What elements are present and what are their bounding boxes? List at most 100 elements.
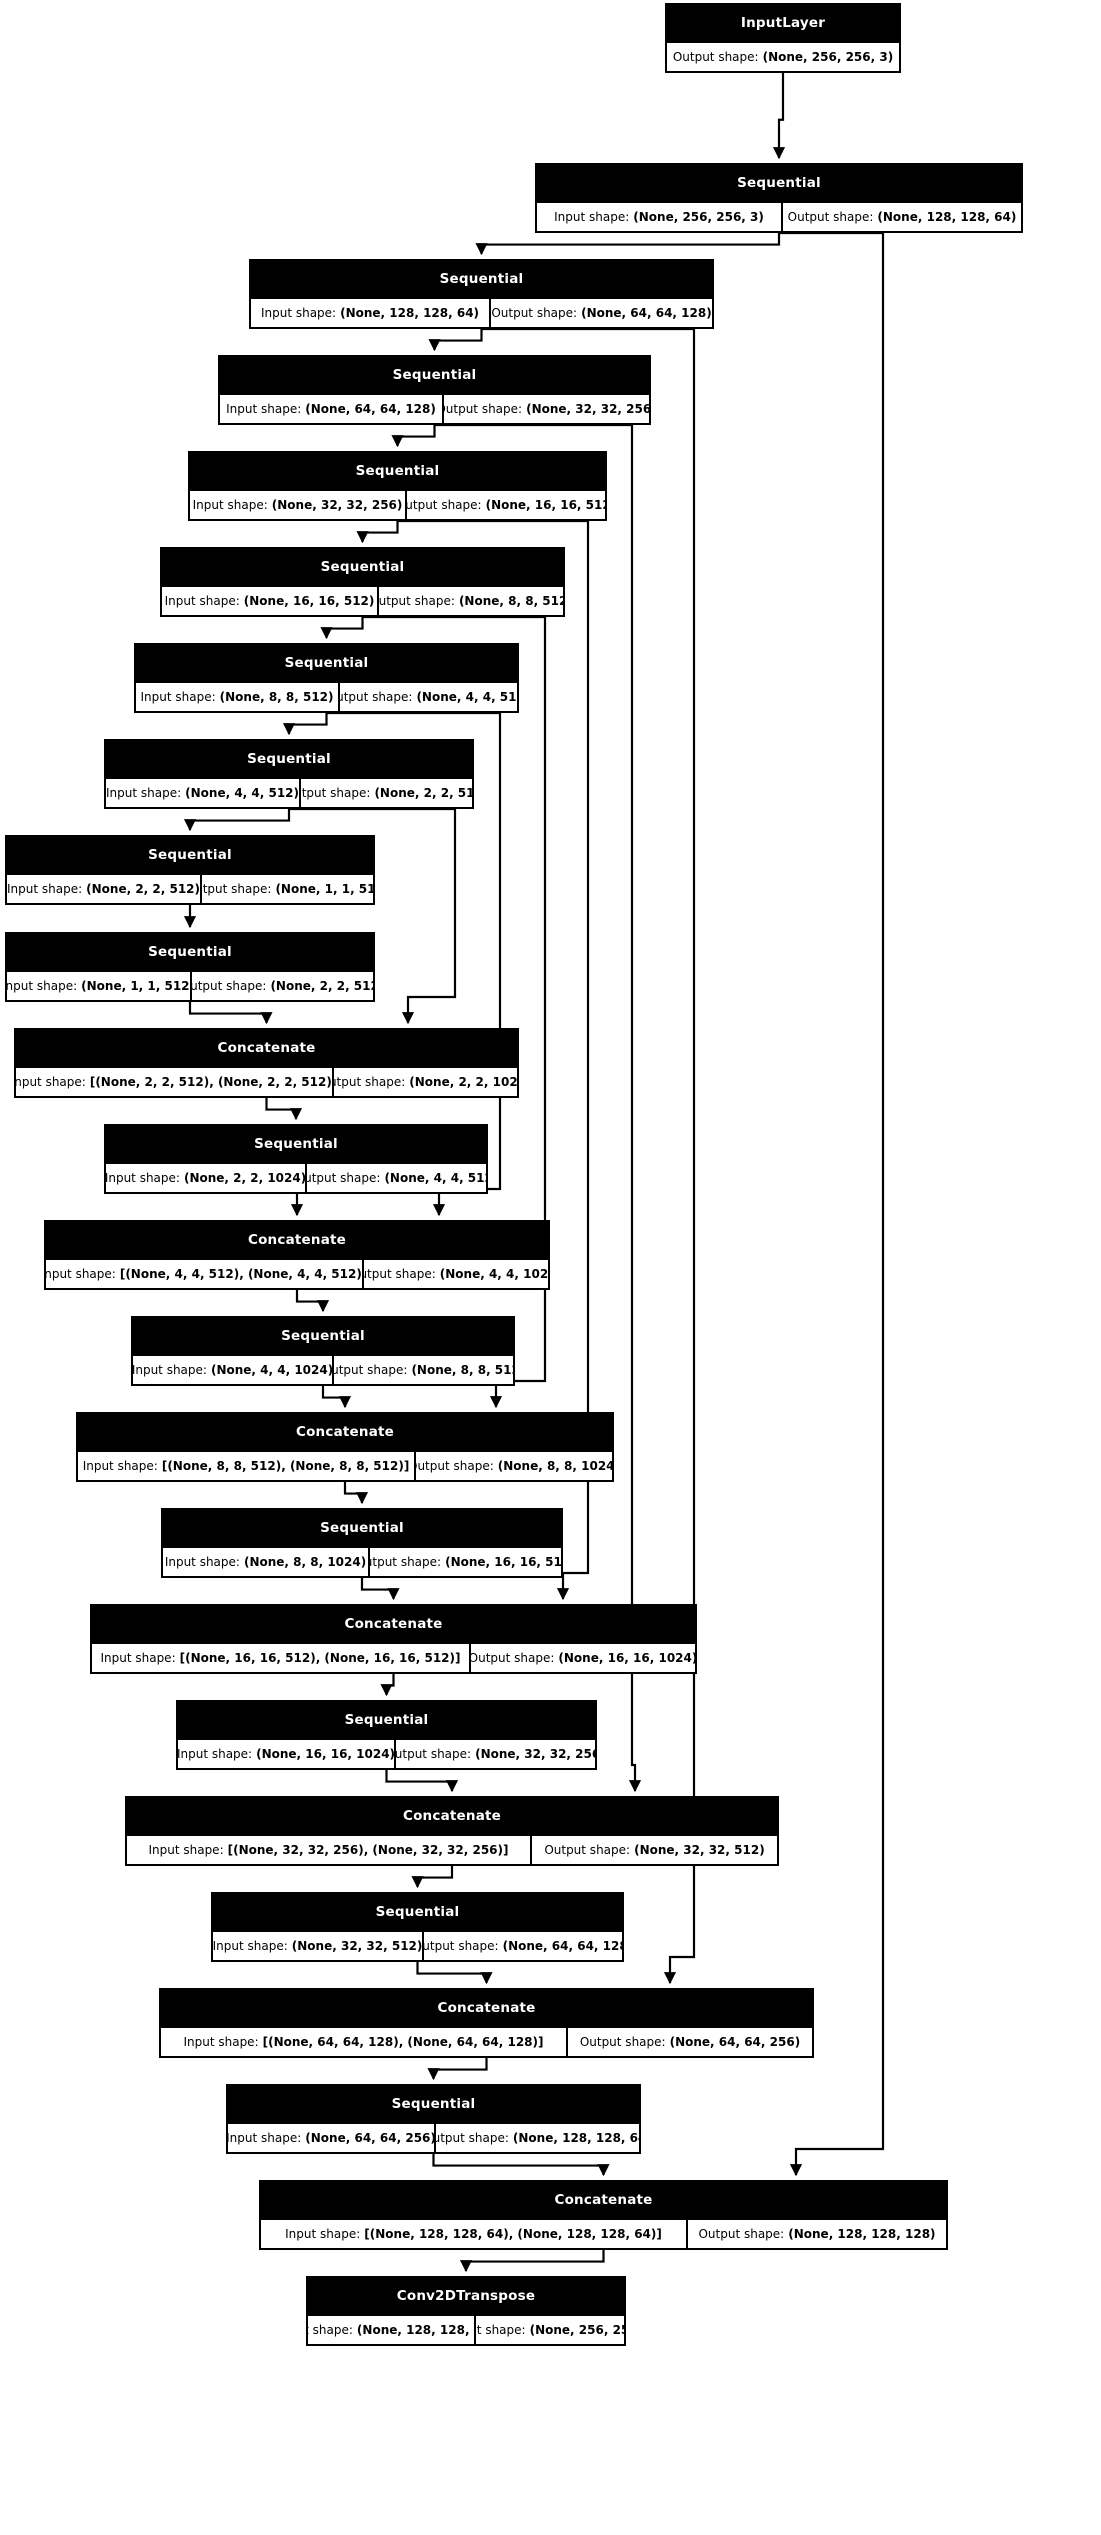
input-shape-label: Input shape: xyxy=(16,1075,86,1089)
node-shape-row: Input shape:(None, 4, 4, 512)Output shap… xyxy=(106,777,472,807)
node-input-shape: Input shape:[(None, 32, 32, 256), (None,… xyxy=(127,1834,532,1864)
graph-edge xyxy=(356,521,399,544)
node-shape-row: Input shape:[(None, 8, 8, 512), (None, 8… xyxy=(78,1450,612,1480)
node-title: Sequential xyxy=(213,1894,622,1930)
graph-edge xyxy=(295,1290,330,1313)
input-shape-value: (None, 1, 1, 512) xyxy=(81,979,192,993)
output-shape-value: (None, 32, 32, 512) xyxy=(634,1843,765,1857)
output-shape-label: Output shape: xyxy=(416,1459,494,1473)
output-shape-value: (None, 4, 4, 512) xyxy=(384,1171,486,1185)
output-shape-label: Output shape: xyxy=(579,2035,666,2049)
node-title: Sequential xyxy=(106,741,472,777)
node-title: Concatenate xyxy=(161,1990,812,2026)
output-shape-value: (None, 8, 8, 1024) xyxy=(497,1459,612,1473)
input-shape-label: Input shape: xyxy=(192,498,268,512)
node-output-shape: Output shape:(None, 128, 128, 128) xyxy=(688,2218,946,2248)
graph-edge xyxy=(380,1674,395,1697)
node-input-shape: Input shape:(None, 16, 16, 512) xyxy=(162,585,379,615)
output-shape-label: Output shape: xyxy=(672,50,759,64)
graph-edge xyxy=(459,2250,605,2273)
output-shape-value: (None, 2, 2, 512) xyxy=(374,786,472,800)
input-shape-label: Input shape: xyxy=(228,2131,302,2145)
graph-edge xyxy=(427,2058,488,2081)
node-output-shape: Output shape:(None, 16, 16, 512) xyxy=(370,1546,561,1576)
output-shape-value: (None, 128, 128, 64) xyxy=(877,210,1017,224)
input-shape-label: Input shape: xyxy=(148,1843,224,1857)
input-shape-value: (None, 8, 8, 1024) xyxy=(243,1555,367,1569)
node-output-shape: Output shape:(None, 1, 1, 512) xyxy=(202,873,373,903)
node-shape-row: Input shape:(None, 1, 1, 512)Output shap… xyxy=(7,970,373,1000)
node-title: Concatenate xyxy=(92,1606,695,1642)
graph-edge xyxy=(321,1386,352,1409)
input-shape-label: Input shape: xyxy=(46,1267,116,1281)
input-shape-label: Input shape: xyxy=(140,690,216,704)
graph-edge xyxy=(265,1098,303,1121)
input-shape-label: Input shape: xyxy=(226,402,302,416)
output-shape-label: Output shape: xyxy=(301,786,371,800)
node-output-shape: Output shape:(None, 4, 4, 1024) xyxy=(364,1258,548,1288)
node-title: Concatenate xyxy=(46,1222,548,1258)
node-title: Concatenate xyxy=(127,1798,777,1834)
input-shape-value: [(None, 4, 4, 512), (None, 4, 4, 512)] xyxy=(119,1267,364,1281)
node-input-shape: Input shape:(None, 64, 64, 256) xyxy=(228,2122,436,2152)
output-shape-value: (None, 32, 32, 256) xyxy=(475,1747,595,1761)
input-shape-label: Input shape: xyxy=(106,1171,180,1185)
node-title: Sequential xyxy=(220,357,649,393)
node-output-shape: Output shape:(None, 128, 128, 64) xyxy=(783,201,1021,231)
node-shape-row: Input shape:(None, 128, 128, 64)Output s… xyxy=(251,297,712,327)
input-shape-label: Input shape: xyxy=(183,2035,259,2049)
output-shape-value: (None, 32, 32, 256) xyxy=(526,402,649,416)
input-shape-value: (None, 2, 2, 1024) xyxy=(183,1171,307,1185)
node-title: Sequential xyxy=(228,2086,639,2122)
node-shape-row: Input shape:(None, 64, 64, 256)Output sh… xyxy=(228,2122,639,2152)
output-shape-label: Output shape: xyxy=(444,402,523,416)
node-input-shape: Input shape:[(None, 4, 4, 512), (None, 4… xyxy=(46,1258,364,1288)
node-title: Sequential xyxy=(163,1510,561,1546)
graph-edge xyxy=(385,1770,459,1793)
node-title: Concatenate xyxy=(261,2182,946,2218)
node-shape-row: Input shape:[(None, 16, 16, 512), (None,… xyxy=(92,1642,695,1672)
node-shape-row: Input shape:(None, 8, 8, 1024)Output sha… xyxy=(163,1546,561,1576)
node-input-shape: Input shape:(None, 1, 1, 512) xyxy=(7,970,192,1000)
graph-edge xyxy=(188,1002,273,1025)
node-input-shape: Input shape:(None, 8, 8, 1024) xyxy=(163,1546,370,1576)
node-output-shape: Output shape:(None, 16, 16, 512) xyxy=(407,489,605,519)
graph-edge xyxy=(411,1866,454,1889)
input-shape-label: Input shape: xyxy=(7,882,83,896)
node-input-shape: Input shape:(None, 32, 32, 512) xyxy=(213,1930,424,1960)
output-shape-label: Output shape: xyxy=(379,594,455,608)
node-input-shape: Input shape:[(None, 16, 16, 512), (None,… xyxy=(92,1642,471,1672)
node-shape-row: Input shape:(None, 32, 32, 512)Output sh… xyxy=(213,1930,622,1960)
output-shape-value: (None, 64, 64, 256) xyxy=(669,2035,801,2049)
graph-node-conv2d_transpose[interactable]: Conv2DTransposeInput shape:(None, 128, 1… xyxy=(306,2276,626,2346)
input-shape-value: (None, 64, 64, 256) xyxy=(305,2131,436,2145)
node-title: Concatenate xyxy=(16,1030,517,1066)
input-shape-label: Input shape: xyxy=(82,1459,158,1473)
input-shape-value: (None, 256, 256, 3) xyxy=(633,210,764,224)
node-title: Conv2DTranspose xyxy=(308,2278,624,2314)
output-shape-value: (None, 256, 256, 3) xyxy=(529,2323,624,2337)
